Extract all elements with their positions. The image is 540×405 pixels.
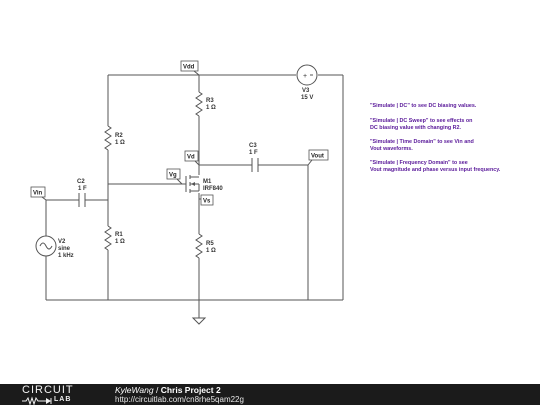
- r1-symbol: [104, 225, 112, 251]
- ground-icon: [191, 317, 207, 325]
- logo-text-bottom: LAB: [54, 396, 72, 403]
- r3-name: R3: [206, 98, 214, 104]
- footer-title: KyleWang / Chris Project 2: [115, 385, 221, 395]
- vdd-label: Vdd: [183, 65, 195, 71]
- capacitor-c2[interactable]: C2 1 F: [77, 179, 87, 207]
- v2-symbol: [35, 235, 57, 257]
- vd-flag: [184, 150, 199, 162]
- m1-value: IRF840: [203, 186, 223, 192]
- vd-flag-pointer: [194, 160, 200, 166]
- instruction-notes: "Simulate | DC" to see DC biasing values…: [370, 103, 501, 173]
- capacitor-c3[interactable]: C3 1 F: [249, 143, 259, 172]
- r2-symbol: [104, 125, 112, 151]
- vdd-flag-pointer: [193, 70, 200, 76]
- note-line-4: "Simulate | Time Domain" to see Vin and: [370, 139, 474, 145]
- r5-name: R5: [206, 241, 214, 247]
- v3-symbol: [296, 64, 318, 86]
- note-line-3: DC biasing value with changing R2.: [370, 125, 462, 131]
- v3-value: 15 V: [301, 95, 313, 101]
- c2-name: C2: [77, 179, 85, 185]
- c3-value: 1 F: [249, 150, 258, 156]
- author-link[interactable]: KyleWang: [115, 385, 154, 395]
- r1-name: R1: [115, 232, 123, 238]
- resistor-r5[interactable]: R5 1 Ω: [195, 233, 216, 259]
- vg-flag: [166, 168, 181, 180]
- ground: [191, 317, 207, 325]
- v3-name: V3: [302, 88, 310, 94]
- net-label-vin[interactable]: Vin: [30, 186, 47, 201]
- v2-freq: 1 kHz: [58, 253, 74, 259]
- resistor-r1[interactable]: R1 1 Ω: [104, 225, 125, 251]
- vin-flag-pointer: [41, 196, 47, 201]
- vs-flag: [200, 194, 214, 206]
- r5-value: 1 Ω: [206, 248, 216, 254]
- resistor-r3[interactable]: R3 1 Ω: [195, 91, 216, 117]
- net-label-vdd[interactable]: Vdd: [180, 60, 200, 76]
- vd-label: Vd: [187, 155, 195, 161]
- r2-value: 1 Ω: [115, 140, 125, 146]
- note-line-7: Vout magnitude and phase versus input fr…: [370, 167, 501, 173]
- c2-value: 1 F: [78, 186, 87, 192]
- v2-type: sine: [58, 246, 71, 252]
- net-label-vs[interactable]: Vs: [199, 194, 214, 206]
- wires: [45, 74, 344, 318]
- resistor-r2[interactable]: R2 1 Ω: [104, 125, 125, 151]
- net-label-vg[interactable]: Vg: [166, 168, 183, 185]
- note-line-5: Vout waveforms.: [370, 146, 413, 152]
- note-line-1: "Simulate | DC" to see DC biasing values…: [370, 103, 477, 109]
- logo-text-top: CIRCUIT: [22, 384, 74, 396]
- r3-symbol: [195, 91, 203, 117]
- v2-name: V2: [58, 239, 66, 245]
- vout-flag-pointer: [307, 159, 313, 166]
- m1-name: M1: [203, 179, 212, 185]
- logo-wave-icon: [22, 396, 52, 405]
- title-separator: /: [153, 385, 161, 395]
- note-line-2: "Simulate | DC Sweep" to see effects on: [370, 118, 472, 124]
- r5-symbol: [195, 233, 203, 259]
- vin-label: Vin: [33, 191, 43, 197]
- v3-plus-icon: +: [303, 73, 307, 80]
- note-line-6: "Simulate | Frequency Domain" to see: [370, 160, 468, 166]
- project-name: Chris Project 2: [160, 385, 221, 395]
- vin-flag: [30, 186, 46, 198]
- vout-flag: [308, 149, 329, 161]
- r3-value: 1 Ω: [206, 105, 216, 111]
- footer-bar: CIRCUIT LAB KyleWang / Chris Project 2 h…: [0, 384, 540, 405]
- sine-wave-icon: [39, 242, 53, 250]
- mosfet-m1[interactable]: M1 IRF840: [185, 175, 223, 193]
- r2-name: R2: [115, 133, 123, 139]
- c3-name: C3: [249, 143, 257, 149]
- vg-flag-pointer: [176, 178, 183, 185]
- net-label-vd[interactable]: Vd: [184, 150, 200, 166]
- project-url-link[interactable]: http://circuitlab.com/cn8rhe5qam22g: [115, 395, 244, 404]
- source-v2[interactable]: V2 sine 1 kHz: [35, 235, 74, 259]
- vs-label: Vs: [203, 199, 211, 205]
- vdd-flag: [180, 60, 199, 72]
- circuitlab-logo[interactable]: CIRCUIT LAB: [22, 384, 97, 405]
- m1-arrow-icon: [191, 182, 195, 186]
- vg-label: Vg: [169, 173, 177, 179]
- net-label-vout[interactable]: Vout: [307, 149, 329, 166]
- source-v3[interactable]: + V3 15 V: [296, 64, 318, 101]
- r1-value: 1 Ω: [115, 239, 125, 245]
- schematic-canvas: + V3 15 V R3 1 Ω R2 1 Ω R1 1 Ω R5 1 Ω C2…: [30, 60, 501, 325]
- vout-label: Vout: [311, 154, 324, 160]
